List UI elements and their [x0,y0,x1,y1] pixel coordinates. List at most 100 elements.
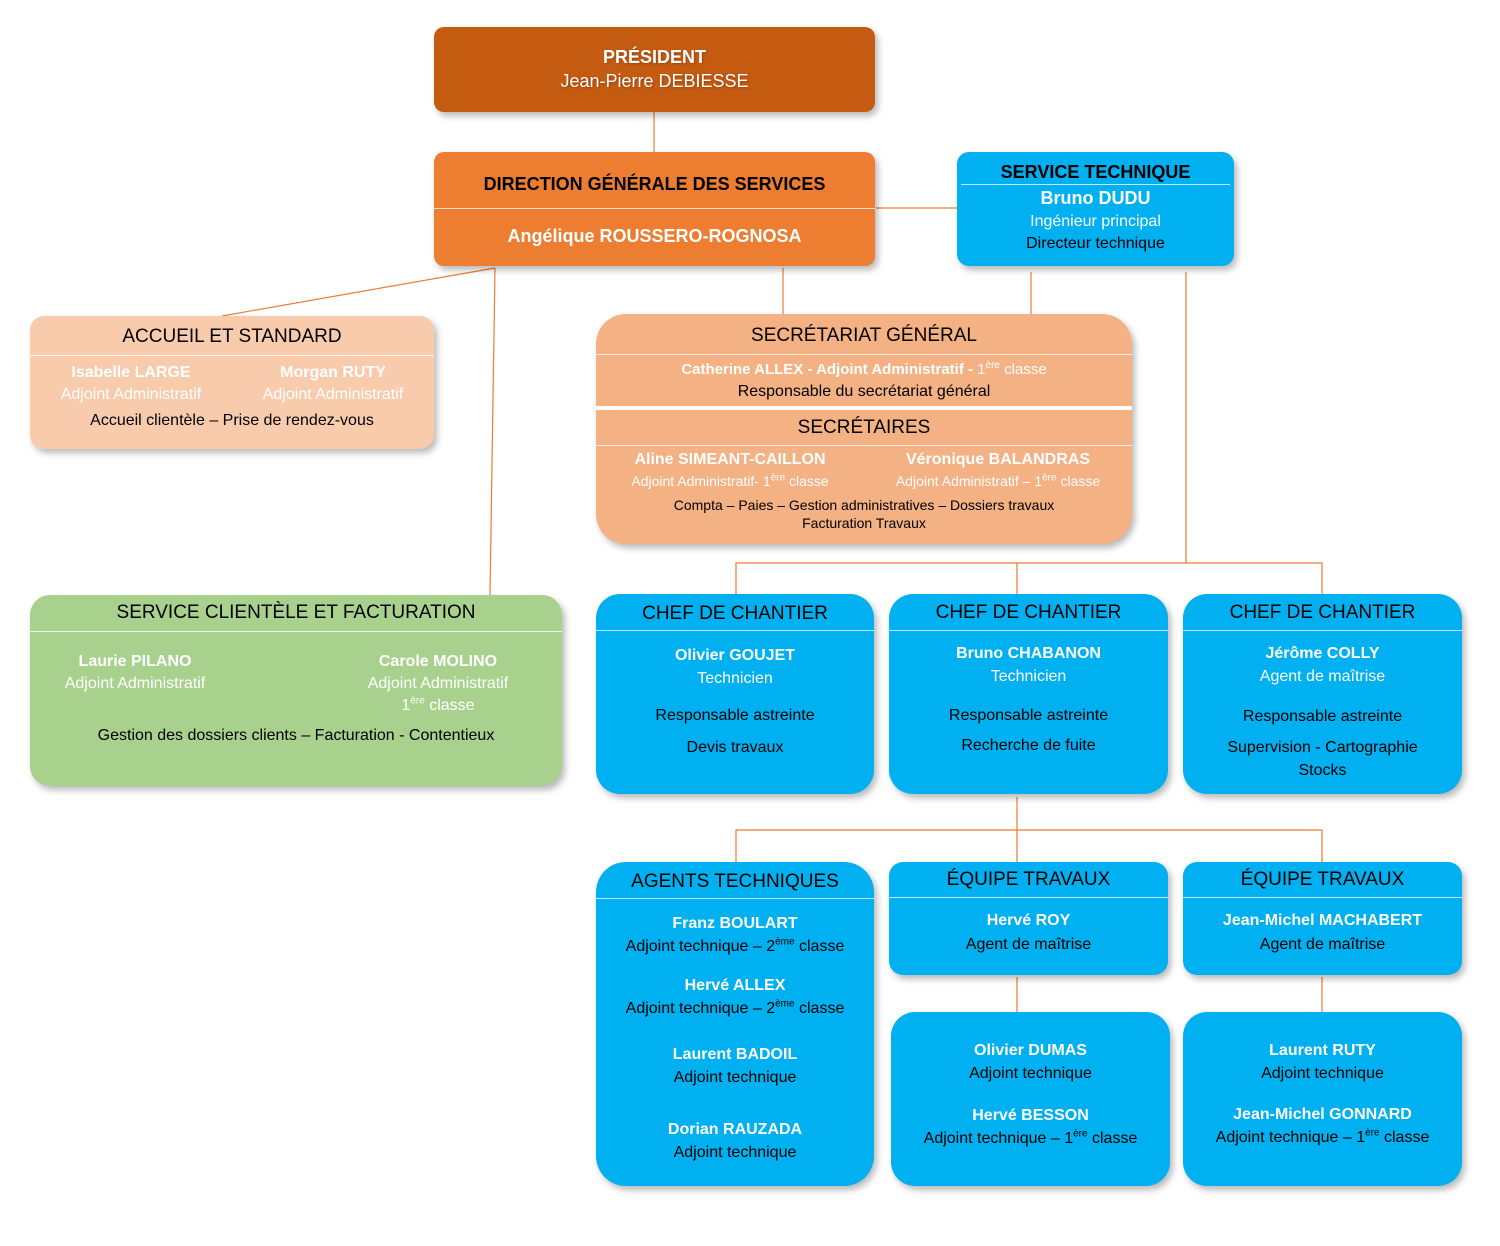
connector-dgs-clientele [489,267,496,596]
person-name: Hervé ALLEX [684,977,786,994]
chef-divider [596,630,874,631]
agent-item: Dorian RAUZADA Adjoint technique [596,1119,874,1165]
secretaire-person: Aline SIMEANT-CAILLON Adjoint Administra… [596,449,864,491]
agent-item: Hervé ALLEX Adjoint technique – 2ème cla… [596,975,874,1021]
lead-name: Catherine ALLEX - Adjoint Administratif … [681,361,973,378]
equipe-members-box: Olivier DUMAS Adjoint technique Hervé BE… [891,1012,1170,1186]
person-name: Franz BOULART [672,915,798,932]
secretariat-box: SECRÉTARIAT GÉNÉRAL Catherine ALLEX - Ad… [596,314,1132,544]
secretaires-divider [596,445,1132,446]
person-role: Adjoint technique – 1ère classe [1215,1127,1430,1146]
secretariat-lead: Catherine ALLEX - Adjoint Administratif … [596,359,1132,380]
equipe-leader-name: Hervé ROY [986,912,1071,929]
member-item: Olivier DUMAS Adjoint technique [891,1040,1170,1086]
accueil-title: ACCUEIL ET STANDARD [122,326,342,347]
equipe-leader-name: Jean-Michel MACHABERT [1222,912,1423,929]
service-technique-role2: Directeur technique [1026,235,1165,252]
chef-line3: Stocks [1298,762,1347,779]
person-role: Adjoint technique [673,1144,797,1161]
accueil-task: Accueil clientèle – Prise de rendez-vous [90,412,374,429]
person-role: Adjoint technique – 2ème classe [625,936,845,955]
chef-line1: Responsable astreinte [655,707,815,724]
person-role: Adjoint Administratif – 1ère classe [895,472,1101,489]
equipe-divider [1183,897,1462,898]
chef-line2: Supervision - Cartographie [1227,739,1418,756]
chef-name: Jérôme COLLY [1265,645,1380,662]
president-title: PRÉSIDENT [602,47,707,67]
chef-line1: Responsable astreinte [948,707,1109,724]
accueil-people: Isabelle LARGE Adjoint Administratif Mor… [30,362,434,406]
chef-chantier-box: CHEF DE CHANTIER Bruno CHABANON Technici… [889,594,1168,794]
chef-divider [1183,630,1462,631]
person-name: Olivier DUMAS [974,1042,1087,1059]
dgs-box: DIRECTION GÉNÉRALE DES SERVICES Angéliqu… [434,152,875,266]
agents-title: AGENTS TECHNIQUES [631,871,839,892]
person-name: Carole MOLINO [378,653,498,670]
person-name: Morgan RUTY [280,364,386,381]
person-role: Adjoint technique – 2ème classe [625,998,845,1017]
member-item: Jean-Michel GONNARD Adjoint technique – … [1183,1104,1462,1150]
chef-line1: Responsable astreinte [1242,708,1403,725]
secretaires-title: SECRÉTAIRES [797,417,931,438]
person-name: Hervé BESSON [972,1107,1089,1124]
chef-title: CHEF DE CHANTIER [642,603,828,624]
chef-role: Agent de maîtrise [1259,668,1386,685]
clientele-task: Gestion des dossiers clients – Facturati… [97,727,495,744]
service-technique-title: SERVICE TECHNIQUE [1000,162,1191,182]
chef-name: Bruno CHABANON [956,645,1101,662]
person-name: Laurent RUTY [1269,1042,1376,1059]
dgs-name: Angélique ROUSSERO-ROGNOSA [507,226,802,246]
secretaires-tasks2: Facturation Travaux [802,515,926,531]
agent-item: Franz BOULART Adjoint technique – 2ème c… [596,913,874,959]
person-role: Adjoint Administratif [64,675,206,692]
chef-title: CHEF DE CHANTIER [935,602,1122,623]
equipe-title: ÉQUIPE TRAVAUX [1240,869,1405,890]
service-technique-role1: Ingénieur principal [1030,213,1161,230]
secretaires-tasks1: Compta – Paies – Gestion administratives… [673,497,1055,513]
person-role: Adjoint technique [969,1065,1092,1082]
person-grade: 1ère classe [401,695,475,714]
lead-grade: 1ère classe [977,360,1047,379]
accueil-person: Morgan RUTY Adjoint Administratif [232,362,434,406]
clientele-person: Carole MOLINO Adjoint Administratif 1ère… [330,651,546,717]
equipe-divider [889,897,1168,898]
dgs-divider [434,208,875,209]
person-name: Jean-Michel GONNARD [1233,1106,1412,1123]
accueil-box: ACCUEIL ET STANDARD Isabelle LARGE Adjoi… [30,316,434,449]
secretariat-divider [596,354,1132,355]
person-role: Adjoint technique [1261,1065,1384,1082]
president-name: Jean-Pierre DEBIESSE [560,71,749,91]
accueil-divider [30,355,434,356]
chef-role: Technicien [990,668,1067,685]
secretaire-person: Véronique BALANDRAS Adjoint Administrati… [864,449,1132,491]
chef-divider [889,630,1168,631]
equipe-title: ÉQUIPE TRAVAUX [946,869,1111,890]
person-name: Dorian RAUZADA [667,1121,803,1138]
chef-chantier-box: CHEF DE CHANTIER Jérôme COLLY Agent de m… [1183,594,1462,794]
chef-role: Technicien [697,670,773,687]
agents-divider [596,898,874,899]
connector-chefs-bar [735,562,1323,594]
agents-techniques-box: AGENTS TECHNIQUES Franz BOULART Adjoint … [596,862,874,1186]
equipe-travaux-box: ÉQUIPE TRAVAUX Jean-Michel MACHABERT Age… [1183,862,1462,975]
connector-teams-bar [735,829,1323,862]
service-technique-box: SERVICE TECHNIQUE Bruno DUDU Ingénieur p… [957,152,1234,266]
member-item: Laurent RUTY Adjoint technique [1183,1040,1462,1086]
chef-line2: Recherche de fuite [961,737,1096,754]
secretariat-white-band [596,406,1132,410]
person-role: Adjoint Administratif [262,386,404,403]
service-technique-divider [961,184,1230,185]
accueil-person: Isabelle LARGE Adjoint Administratif [30,362,232,406]
equipe-members-box: Laurent RUTY Adjoint technique Jean-Mich… [1183,1012,1462,1186]
person-role: Adjoint technique – 1ère classe [923,1128,1138,1147]
service-technique-name: Bruno DUDU [1040,188,1151,208]
member-item: Hervé BESSON Adjoint technique – 1ère cl… [891,1105,1170,1151]
clientele-title: SERVICE CLIENTÈLE ET FACTURATION [116,602,476,623]
person-name: Aline SIMEANT-CAILLON [634,451,826,468]
equipe-leader-role: Agent de maîtrise [965,936,1092,953]
person-role: Adjoint Administratif [367,675,509,692]
connector-dgs-accueil [221,267,496,317]
secretariat-title: SECRÉTARIAT GÉNÉRAL [751,325,977,346]
person-name: Véronique BALANDRAS [905,451,1090,468]
